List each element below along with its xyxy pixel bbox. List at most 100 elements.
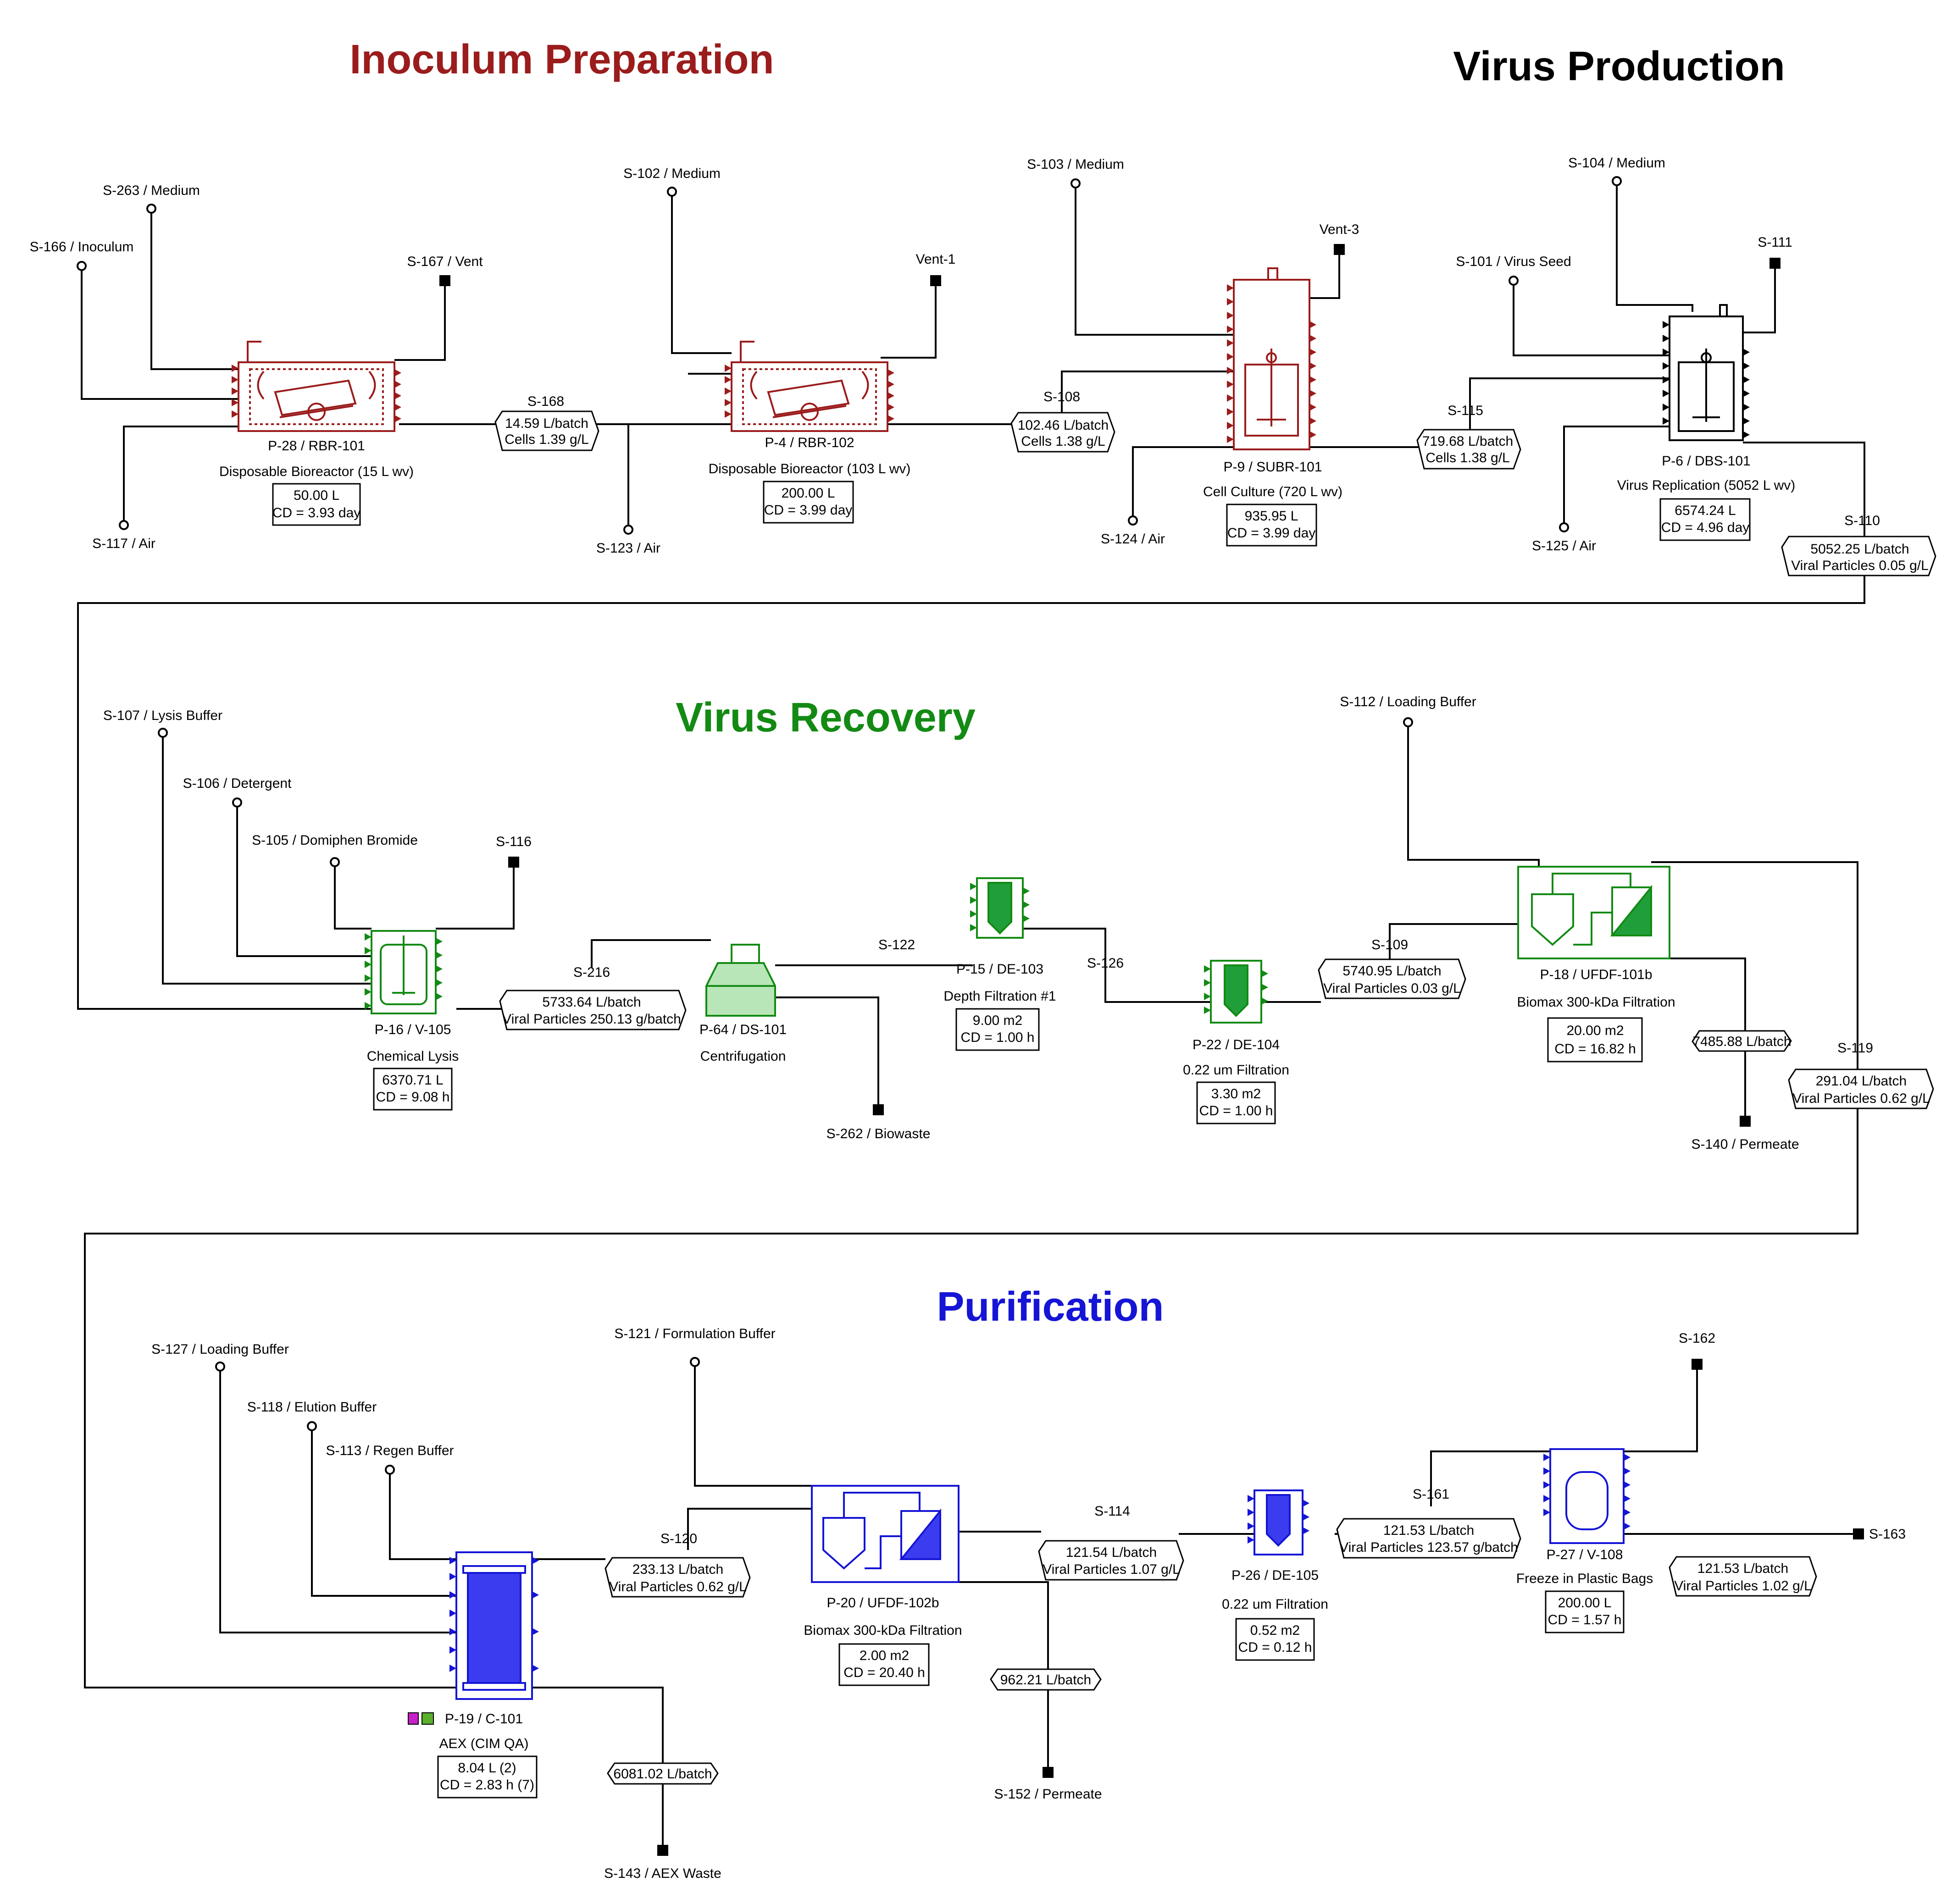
- stream-label[interactable]: S-163: [1869, 1527, 1906, 1542]
- stream-label[interactable]: S-125 / Air: [1532, 538, 1596, 553]
- stream-label[interactable]: S-102 / Medium: [623, 166, 721, 181]
- depth-filter-icon[interactable]: [970, 877, 1030, 939]
- unit-info-p64[interactable]: P-64 / DS-101 Centrifugation: [699, 1022, 787, 1064]
- unit-id: P-6 / DBS-101: [1662, 454, 1750, 469]
- unit-info-p15[interactable]: P-15 / DE-103 Depth Filtration #1 9.00 m…: [943, 962, 1056, 1051]
- stream-label[interactable]: S-143 / AEX Waste: [604, 1866, 721, 1881]
- unit-id: P-9 / SUBR-101: [1223, 459, 1322, 475]
- stream-label[interactable]: S-110: [1844, 513, 1880, 528]
- flow-box[interactable]: 121.53 L/batch Viral Particles 123.57 g/…: [1336, 1518, 1521, 1559]
- stream-label[interactable]: S-166 / Inoculum: [30, 239, 134, 255]
- flow-box[interactable]: 719.68 L/batch Cells 1.38 g/L: [1416, 429, 1521, 470]
- svg-text:Viral Particles 0.62 g/L: Viral Particles 0.62 g/L: [609, 1579, 747, 1594]
- svg-text:CD = 4.96 day: CD = 4.96 day: [1661, 520, 1750, 535]
- stream-label[interactable]: S-105 / Domiphen Bromide: [252, 833, 418, 848]
- unit-info-p27[interactable]: P-27 / V-108 Freeze in Plastic Bags 200.…: [1516, 1547, 1653, 1633]
- rocking-bioreactor-icon[interactable]: [232, 341, 401, 432]
- svg-text:719.68 L/batch: 719.68 L/batch: [1422, 434, 1514, 449]
- stream-label[interactable]: S-113 / Regen Buffer: [326, 1443, 454, 1458]
- flow-box[interactable]: 291.04 L/batch Viral Particles 0.62 g/L: [1788, 1068, 1934, 1109]
- svg-text:Viral Particles 0.03 g/L: Viral Particles 0.03 g/L: [1323, 981, 1461, 996]
- stream-label[interactable]: S-112 / Loading Buffer: [1340, 694, 1476, 709]
- flow-box[interactable]: 233.13 L/batch Viral Particles 0.62 g/L: [605, 1557, 751, 1598]
- unit-info-p16[interactable]: P-16 / V-105 Chemical Lysis 6370.71 L CD…: [367, 1022, 459, 1111]
- flow-box[interactable]: 121.54 L/batch Viral Particles 1.07 g/L: [1038, 1540, 1184, 1581]
- flow-box[interactable]: 7485.88 L/batch: [1692, 1030, 1792, 1052]
- stream-label[interactable]: S-123 / Air: [596, 541, 660, 556]
- flow-box[interactable]: 14.59 L/batch Cells 1.39 g/L: [494, 410, 599, 451]
- stream-label[interactable]: S-103 / Medium: [1027, 157, 1124, 172]
- stream-label[interactable]: Vent-1: [916, 252, 956, 267]
- ufdf-skid-icon[interactable]: [1517, 866, 1670, 959]
- svg-text:Viral Particles 1.02 g/L: Viral Particles 1.02 g/L: [1674, 1578, 1812, 1594]
- stream-label[interactable]: S-119: [1837, 1041, 1873, 1056]
- stream-label[interactable]: S-108: [1043, 389, 1080, 404]
- stream-label[interactable]: S-122: [878, 937, 915, 952]
- unit-info-p28[interactable]: P-28 / RBR-101 Disposable Bioreactor (15…: [219, 438, 414, 526]
- stream-label[interactable]: S-262 / Biowaste: [826, 1126, 931, 1141]
- unit-info-p9[interactable]: P-9 / SUBR-101 Cell Culture (720 L wv) 9…: [1203, 459, 1342, 547]
- stream-label[interactable]: S-161: [1413, 1487, 1449, 1502]
- unit-info-p26[interactable]: P-26 / DE-105 0.22 um Filtration 0.52 m2…: [1222, 1568, 1328, 1661]
- stream-label[interactable]: S-117 / Air: [92, 536, 155, 551]
- stream-label[interactable]: S-115: [1448, 403, 1483, 418]
- svg-text:CD = 1.00 h: CD = 1.00 h: [961, 1030, 1035, 1045]
- stream-label[interactable]: S-140 / Permeate: [1691, 1137, 1799, 1152]
- disk-stack-centrifuge-icon[interactable]: [705, 944, 776, 1017]
- unit-info-p20[interactable]: P-20 / UFDF-102b Biomax 300-kDa Filtrati…: [804, 1595, 962, 1686]
- unit-info-p4[interactable]: P-4 / RBR-102 Disposable Bioreactor (103…: [709, 435, 911, 524]
- stream-label[interactable]: S-111: [1758, 235, 1792, 250]
- flow-box[interactable]: 121.53 L/batch Viral Particles 1.02 g/L: [1669, 1556, 1817, 1597]
- rocking-bioreactor-icon[interactable]: [725, 341, 894, 432]
- unit-id: P-15 / DE-103: [956, 962, 1043, 977]
- svg-text:CD = 1.00 h: CD = 1.00 h: [1199, 1103, 1273, 1118]
- flow-box[interactable]: 5733.64 L/batch Viral Particles 250.13 g…: [499, 990, 687, 1030]
- flow-box[interactable]: 5052.25 L/batch Viral Particles 0.05 g/L: [1781, 536, 1936, 576]
- stream-label[interactable]: Vent-3: [1320, 222, 1359, 237]
- stream-label[interactable]: S-120: [660, 1531, 697, 1546]
- stream-label[interactable]: S-107 / Lysis Buffer: [103, 708, 222, 723]
- stirred-bioreactor-icon[interactable]: [1227, 267, 1316, 450]
- stream-label[interactable]: S-126: [1087, 956, 1124, 971]
- stream-label[interactable]: S-124 / Air: [1101, 531, 1165, 547]
- stirred-tank-icon[interactable]: [365, 930, 443, 1014]
- flow-boxes: 14.59 L/batch Cells 1.39 g/L 102.46 L/ba…: [494, 410, 1936, 1785]
- stream-label[interactable]: S-127 / Loading Buffer: [151, 1342, 289, 1357]
- flow-box[interactable]: 102.46 L/batch Cells 1.38 g/L: [1010, 412, 1115, 453]
- unit-info-p19[interactable]: P-19 / C-101 AEX (CIM QA) 8.04 L (2) CD …: [437, 1711, 538, 1799]
- stream-label[interactable]: S-168: [527, 394, 564, 409]
- stream-label[interactable]: S-152 / Permeate: [994, 1787, 1102, 1802]
- stream-label[interactable]: S-106 / Detergent: [183, 776, 292, 791]
- chromatography-column-icon[interactable]: [449, 1551, 539, 1700]
- svg-text:Cells 1.38 g/L: Cells 1.38 g/L: [1021, 434, 1105, 449]
- stirred-bioreactor-icon[interactable]: [1663, 304, 1750, 441]
- unit-info-p22[interactable]: P-22 / DE-104 0.22 um Filtration 3.30 m2…: [1183, 1037, 1289, 1124]
- stream-label[interactable]: S-104 / Medium: [1568, 155, 1665, 171]
- stream-label[interactable]: S-109: [1371, 937, 1408, 952]
- stream-label[interactable]: S-101 / Virus Seed: [1456, 254, 1571, 269]
- depth-filter-icon[interactable]: [1204, 960, 1268, 1024]
- svg-text:5052.25 L/batch: 5052.25 L/batch: [1810, 542, 1909, 557]
- svg-text:CD = 3.99 day: CD = 3.99 day: [764, 503, 853, 518]
- stream-label[interactable]: S-162: [1679, 1331, 1715, 1346]
- svg-text:CD = 1.57 h: CD = 1.57 h: [1548, 1612, 1622, 1627]
- svg-text:14.59 L/batch: 14.59 L/batch: [505, 416, 588, 431]
- stream-label[interactable]: S-114: [1094, 1504, 1130, 1519]
- unit-info-p6[interactable]: P-6 / DBS-101 Virus Replication (5052 L …: [1617, 454, 1796, 541]
- stream-label[interactable]: S-118 / Elution Buffer: [247, 1400, 377, 1415]
- stream-label[interactable]: S-216: [573, 965, 610, 980]
- flow-box[interactable]: 6081.02 L/batch: [607, 1762, 719, 1785]
- stream-label[interactable]: S-121 / Formulation Buffer: [614, 1326, 775, 1341]
- svg-text:9.00 m2: 9.00 m2: [973, 1013, 1022, 1028]
- flow-box[interactable]: 962.21 L/batch: [990, 1668, 1102, 1691]
- flow-box[interactable]: 5740.95 L/batch Viral Particles 0.03 g/L: [1318, 958, 1466, 999]
- stream-label[interactable]: S-167 / Vent: [407, 254, 483, 269]
- storage-vessel-icon[interactable]: [1543, 1448, 1631, 1544]
- unit-info-p18[interactable]: P-18 / UFDF-101b Biomax 300-kDa Filtrati…: [1517, 967, 1675, 1063]
- stream-label[interactable]: S-263 / Medium: [103, 183, 200, 198]
- ufdf-skid-icon[interactable]: [811, 1485, 960, 1583]
- section-title-purification: Purification: [937, 1284, 1164, 1330]
- stream-label[interactable]: S-116: [496, 834, 532, 849]
- section-title-recovery: Virus Recovery: [676, 695, 976, 741]
- depth-filter-icon[interactable]: [1248, 1489, 1309, 1555]
